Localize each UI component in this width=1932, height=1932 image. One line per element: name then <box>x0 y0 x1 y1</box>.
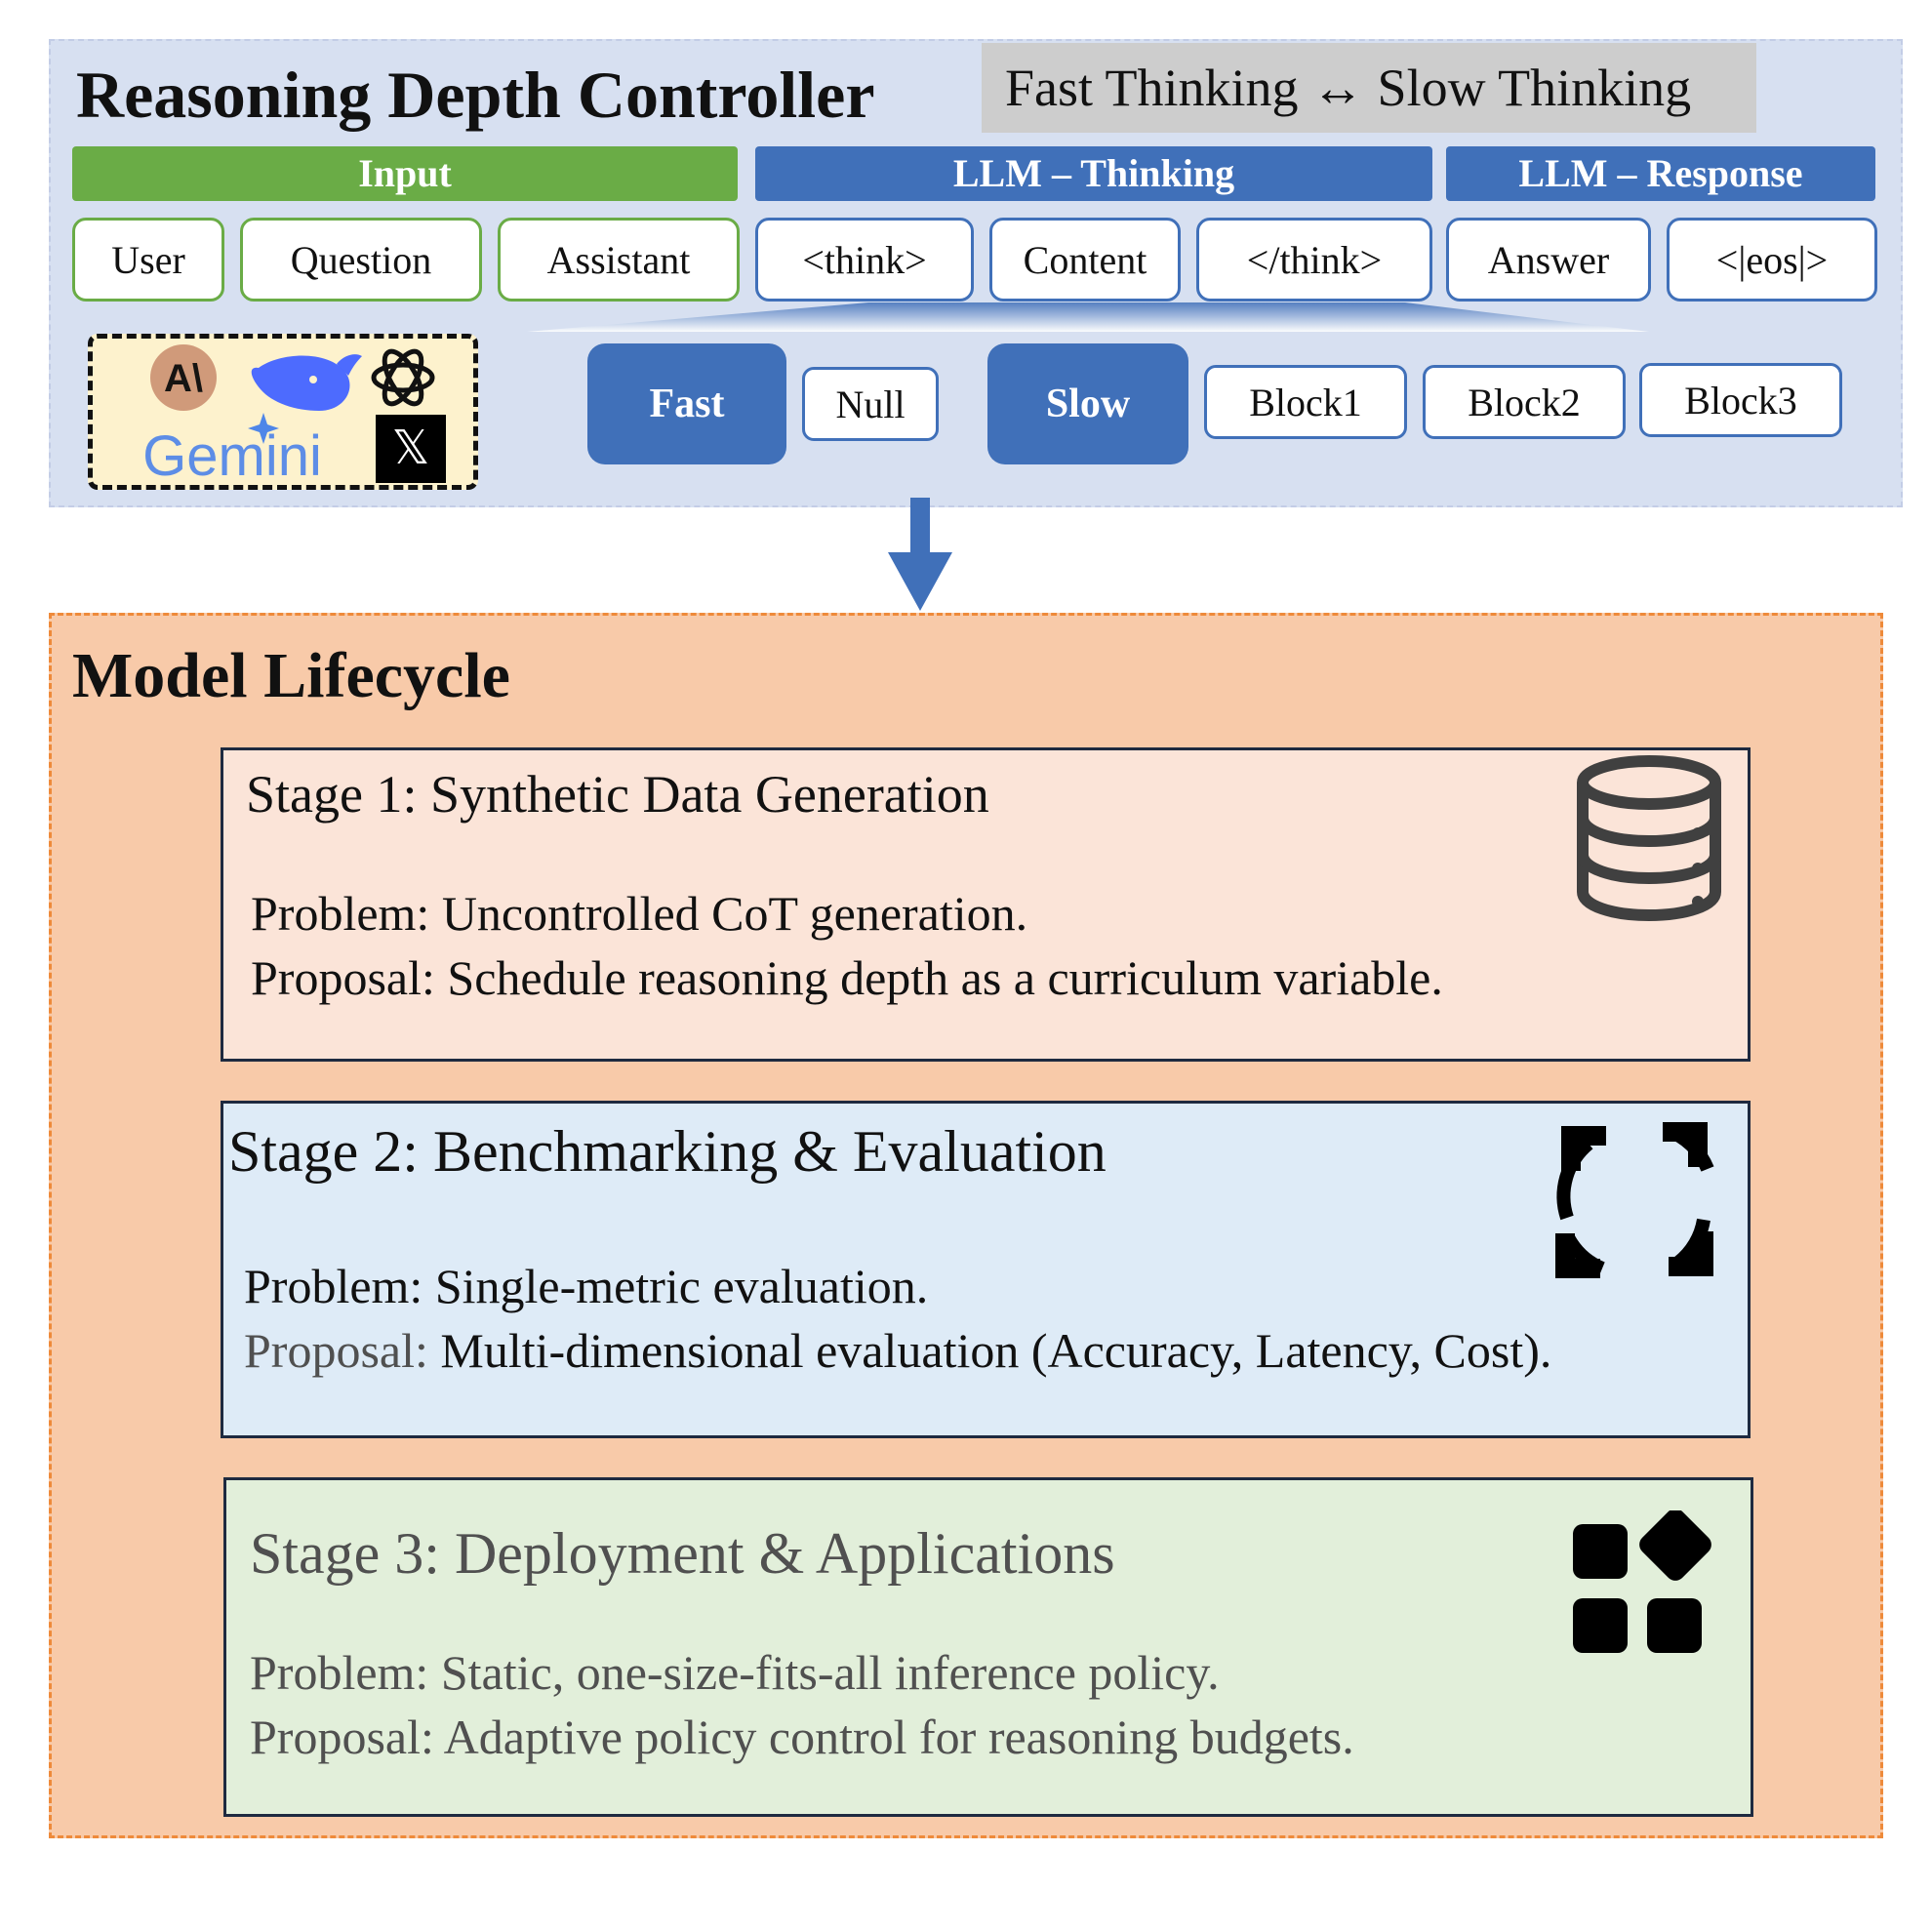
proposal-text: Schedule reasoning depth as a curriculum… <box>447 950 1443 1005</box>
proposal-label: Proposal: <box>250 1710 434 1764</box>
stage-2-proposal: Proposal: Multi-dimensional evaluation (… <box>244 1321 1551 1380</box>
problem-label: Problem: <box>244 1259 423 1313</box>
stage-3-proposal: Proposal: Adaptive policy control for re… <box>250 1708 1354 1766</box>
model-logos: A\ Gemini 𝕏 <box>142 344 446 485</box>
block1: Block1 <box>1204 365 1407 439</box>
stage-2-card <box>221 1101 1751 1438</box>
controller-title: Reasoning Depth Controller <box>76 58 875 132</box>
null-block: Null <box>802 367 939 441</box>
stage-1-problem: Problem: Uncontrolled CoT generation. <box>251 884 1027 943</box>
proposal-text: Multi-dimensional evaluation (Accuracy, … <box>440 1323 1552 1378</box>
fan-connector <box>527 302 1649 332</box>
stage-1-card <box>221 747 1751 1062</box>
token-answer: Answer <box>1446 218 1651 302</box>
block2: Block2 <box>1423 365 1626 439</box>
mode-banner: Fast Thinking ↔ Slow Thinking <box>982 43 1756 133</box>
svg-text:𝕏: 𝕏 <box>392 421 430 475</box>
proposal-label: Proposal: <box>244 1323 428 1378</box>
token-question: Question <box>240 218 482 302</box>
block3: Block3 <box>1639 363 1842 437</box>
proposal-text: Adaptive policy control for reasoning bu… <box>443 1710 1354 1764</box>
stage-2-problem: Problem: Single-metric evaluation. <box>244 1257 928 1315</box>
token-think-close: </think> <box>1196 218 1432 302</box>
refresh-cycle-icon <box>1555 1122 1714 1278</box>
apps-grid-icon <box>1573 1510 1711 1653</box>
input-header: Input <box>72 146 738 201</box>
openai-logo-icon <box>371 348 435 407</box>
model-logos-box: A\ Gemini 𝕏 <box>88 334 478 490</box>
proposal-label: Proposal: <box>251 950 435 1005</box>
down-arrow-icon <box>888 498 952 611</box>
token-eos: <|eos|> <box>1667 218 1877 302</box>
database-icon <box>1577 755 1721 922</box>
x-logo-icon: 𝕏 <box>376 415 446 483</box>
lifecycle-title: Model Lifecycle <box>72 640 510 711</box>
anthropic-logo-icon: A\ <box>150 344 217 411</box>
problem-text: Uncontrolled CoT generation. <box>441 886 1028 941</box>
stage-3-problem: Problem: Static, one-size-fits-all infer… <box>250 1643 1220 1702</box>
slow-mode-button: Slow <box>987 343 1188 464</box>
token-assistant: Assistant <box>498 218 740 302</box>
fast-mode-button: Fast <box>587 343 786 464</box>
llm-response-header: LLM – Response <box>1446 146 1875 201</box>
gemini-logo-icon: Gemini <box>142 413 322 485</box>
problem-text: Static, one-size-fits-all inference poli… <box>440 1645 1220 1700</box>
token-content: Content <box>989 218 1181 302</box>
problem-label: Problem: <box>250 1645 429 1700</box>
llm-thinking-header: LLM – Thinking <box>755 146 1432 201</box>
deepseek-logo-icon <box>251 354 362 411</box>
stage-3-card <box>223 1477 1753 1817</box>
problem-text: Single-metric evaluation. <box>434 1259 929 1313</box>
token-think-open: <think> <box>755 218 974 302</box>
stage-2-title: Stage 2: Benchmarking & Evaluation <box>228 1119 1107 1184</box>
stage-1-proposal: Proposal: Schedule reasoning depth as a … <box>251 948 1443 1007</box>
stage-1-title: Stage 1: Synthetic Data Generation <box>246 765 989 824</box>
svg-text:Gemini: Gemini <box>142 424 322 485</box>
problem-label: Problem: <box>251 886 430 941</box>
stage-3-title: Stage 3: Deployment & Applications <box>250 1521 1115 1586</box>
token-user: User <box>72 218 224 302</box>
svg-text:A\: A\ <box>164 357 203 400</box>
